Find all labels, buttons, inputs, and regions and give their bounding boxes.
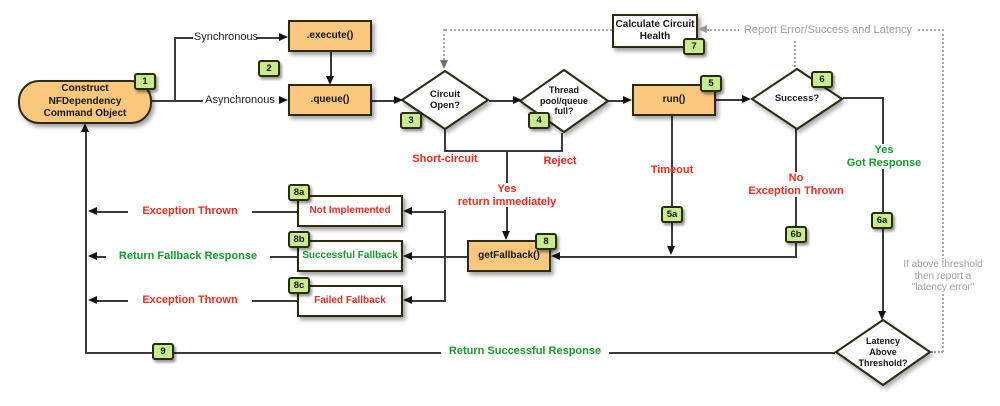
badge-step-6b: 6b (785, 226, 807, 243)
connector (506, 207, 508, 232)
connector (175, 37, 193, 39)
badge-step-8a: 8a (288, 184, 310, 201)
connector (152, 100, 176, 102)
label-exception-thrown-top: Exception Thrown (128, 205, 252, 218)
dotted-connector (794, 41, 796, 67)
decision-label: Latency Above Threshold? (858, 336, 908, 368)
connector (444, 150, 563, 152)
connector (412, 211, 445, 213)
arrowhead (403, 252, 412, 260)
badge-step-8c: 8c (288, 277, 310, 294)
arrowhead (81, 123, 89, 132)
connector (671, 116, 673, 246)
connector (559, 256, 797, 258)
badge-step-6: 6 (811, 71, 833, 88)
badge-step-3: 3 (400, 112, 422, 129)
connector (174, 37, 176, 102)
label-synchronous: Synchronous (193, 31, 259, 43)
connector (843, 97, 884, 99)
arrowhead (623, 96, 632, 104)
decision-circuit-open: Circuit Open? (400, 69, 490, 131)
node-not-implemented: Not Implemented (297, 195, 403, 227)
connector (444, 256, 468, 258)
connector (506, 150, 508, 183)
node-successful-fallback: Successful Fallback (297, 240, 403, 272)
arrowhead (88, 296, 97, 304)
label-yes-got-response: Yes Got Response (832, 144, 936, 170)
connector (716, 99, 743, 101)
badge-step-5: 5 (700, 75, 722, 92)
connector (444, 210, 446, 302)
label-report-error-success-latency: Report Error/Success and Latency (739, 24, 917, 37)
label-latency-note: If above threshold then report a "latenc… (886, 259, 1000, 294)
label-reject: Reject (543, 155, 577, 167)
arrowhead (279, 33, 288, 41)
label-return-fallback-response: Return Fallback Response (106, 250, 270, 263)
arrowhead (326, 76, 334, 85)
node-construct-command: Construct NFDependency Command Object (18, 80, 152, 124)
dotted-connector (443, 29, 445, 60)
decision-label: Thread pool/queue full? (540, 84, 588, 117)
node-queue: .queue() (288, 84, 372, 116)
arrowhead (551, 252, 560, 260)
connector (561, 133, 563, 151)
badge-step-4: 4 (528, 112, 550, 129)
badge-step-7: 7 (683, 38, 705, 55)
connector (882, 97, 884, 311)
decision-latency-above-threshold: Latency Above Threshold? (834, 318, 932, 387)
label-return-successful-response: Return Successful Response (441, 345, 609, 358)
badge-step-1: 1 (134, 73, 156, 90)
arrowhead (279, 96, 288, 104)
dotted-connector (445, 29, 612, 31)
arrowhead (742, 95, 751, 103)
connector (412, 256, 445, 258)
arrowhead (698, 25, 707, 33)
label-no-exception-thrown: No Exception Thrown (734, 172, 858, 198)
arrowhead (513, 96, 522, 104)
badge-step-8b: 8b (288, 231, 310, 248)
connector (372, 100, 395, 102)
arrowhead (502, 231, 510, 240)
connector (444, 129, 446, 151)
arrowhead (667, 246, 675, 255)
dotted-connector (942, 29, 944, 352)
badge-step-6a: 6a (871, 212, 893, 229)
node-execute: .execute() (288, 20, 372, 52)
arrowhead (88, 207, 97, 215)
label-timeout: Timeout (650, 164, 694, 176)
badge-step-9: 9 (152, 343, 174, 360)
dotted-connector (931, 351, 943, 353)
label-exception-thrown-bottom: Exception Thrown (128, 294, 252, 307)
arrowhead (878, 311, 886, 320)
arrowhead (440, 60, 448, 69)
label-yes-return-immediately: Yes return immediately (457, 183, 557, 208)
arrowhead (394, 96, 403, 104)
node-calculate-circuit-health: Calculate Circuit Health (612, 14, 698, 48)
label-asynchronous: Asynchronous (205, 94, 275, 106)
connector (412, 300, 445, 302)
node-failed-fallback: Failed Fallback (297, 285, 403, 317)
badge-step-2: 2 (258, 60, 280, 77)
badge-step-8: 8 (535, 233, 557, 250)
badge-step-5a: 5a (661, 206, 683, 223)
connector (256, 37, 280, 39)
connector (175, 100, 203, 102)
arrowhead (88, 252, 97, 260)
arrowhead (403, 207, 412, 215)
connector (489, 100, 514, 102)
arrowhead (403, 296, 412, 304)
connector (330, 52, 332, 77)
decision-label: Success? (774, 93, 820, 105)
connector (85, 131, 87, 354)
label-short-circuit: Short-circuit (412, 153, 478, 165)
decision-label: Circuit Open? (429, 88, 461, 111)
connector (607, 100, 624, 102)
